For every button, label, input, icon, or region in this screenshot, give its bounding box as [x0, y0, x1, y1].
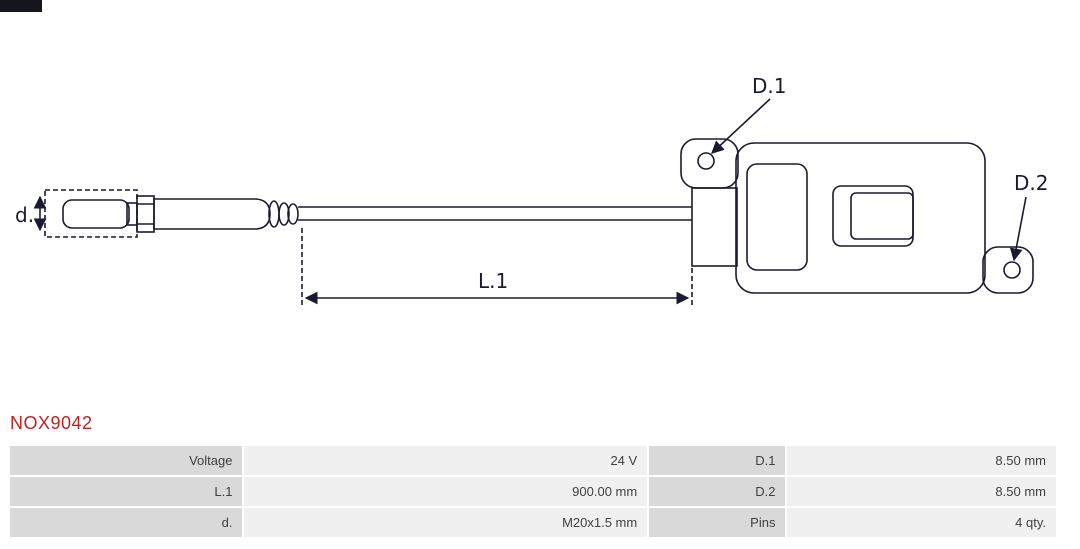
d1-label: D.1 — [752, 74, 786, 98]
spec-label-cell: Pins — [649, 508, 786, 537]
spec-value-cell: 900.00 mm — [244, 477, 648, 506]
mounting-hole-d2 — [1003, 261, 1021, 279]
boot-ridge-3 — [287, 203, 299, 225]
spec-value-cell: 8.50 mm — [787, 446, 1056, 475]
spec-value-cell: 8.50 mm — [787, 477, 1056, 506]
hex-nut — [136, 195, 155, 233]
technical-drawing: d. D.1 D.2 L.1 — [15, 74, 1048, 306]
boot-ridge-2 — [278, 202, 290, 226]
connector-outer — [832, 185, 914, 247]
table-row: L.1 900.00 mm D.2 8.50 mm — [10, 477, 1056, 506]
probe-dashed-box — [44, 189, 138, 238]
spec-label-cell: D.2 — [649, 477, 786, 506]
spec-value-cell: M20x1.5 mm — [244, 508, 648, 537]
spec-label-cell: D.1 — [649, 446, 786, 475]
spec-label-cell: Voltage — [10, 446, 243, 475]
mounting-ear-top — [680, 138, 739, 189]
connector-inner — [850, 192, 914, 240]
spec-label-cell: d. — [10, 508, 243, 537]
inner-left-block — [746, 163, 808, 271]
mounting-hole-d1 — [697, 152, 715, 170]
logo-fragment — [0, 0, 42, 12]
d2-label: D.2 — [1014, 171, 1048, 195]
d2-leader-arrow — [1009, 196, 1027, 262]
spec-value-cell: 24 V — [244, 446, 648, 475]
l1-label: L.1 — [478, 269, 508, 293]
control-unit-box — [735, 142, 986, 294]
connector-stem — [691, 187, 738, 267]
sensor-body — [153, 198, 271, 230]
spec-table: Voltage 24 V D.1 8.50 mm L.1 900.00 mm D… — [8, 444, 1058, 539]
spec-label-cell: L.1 — [10, 477, 243, 506]
spec-value-cell: 4 qty. — [787, 508, 1056, 537]
table-row: Voltage 24 V D.1 8.50 mm — [10, 446, 1056, 475]
d1-leader-arrow — [711, 98, 771, 154]
d-label: d. — [15, 203, 34, 227]
sensor-probe — [62, 199, 130, 229]
mounting-ear-bottom — [982, 246, 1034, 294]
part-number: NOX9042 — [10, 413, 93, 433]
nox-sensor-drawing: d. D.1 D.2 L.1 — [15, 74, 1048, 306]
table-row: d. M20x1.5 mm Pins 4 qty. — [10, 508, 1056, 537]
